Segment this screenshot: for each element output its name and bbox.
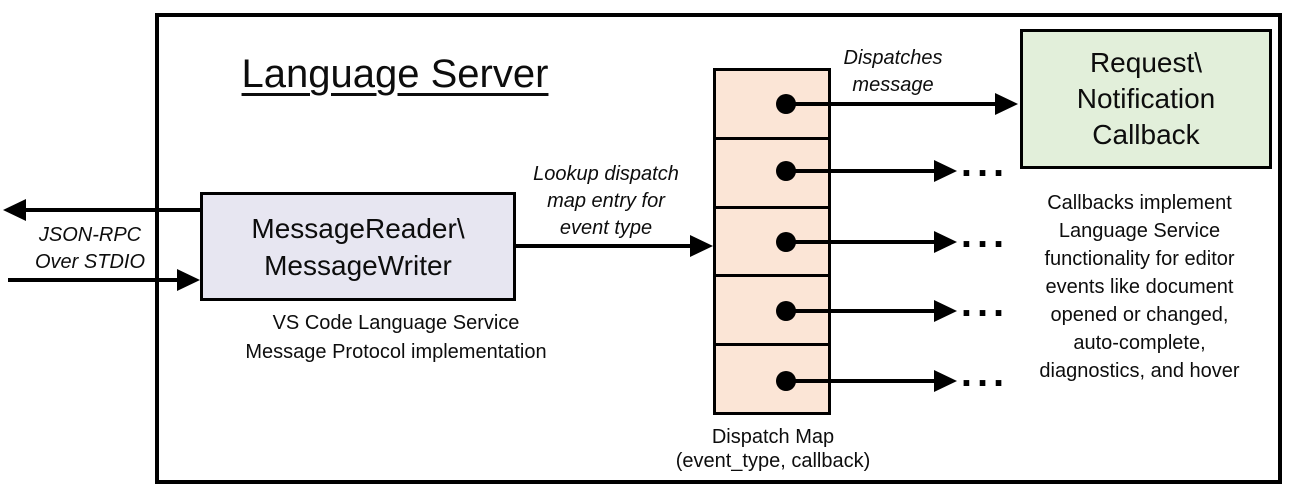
callback-note-line5: opened or changed, <box>1050 304 1229 326</box>
dispatch-map-row-4 <box>716 277 828 347</box>
dispatches-message-label-line1: Dispatches <box>843 47 943 69</box>
lookup-dispatch-label-line2: map entry for <box>547 190 665 212</box>
request-notification-callback-box: Request\ Notification Callback <box>1020 29 1272 169</box>
dispatch-map-row-3 <box>716 209 828 278</box>
page-title: Language Server <box>241 52 549 96</box>
callback-note-line3: functionality for editor <box>1044 248 1235 270</box>
message-reader-writer-box: MessageReader\ MessageWriter <box>200 192 516 301</box>
dispatches-message-label-line2: message <box>852 74 934 96</box>
stdio-transport-label-line1: JSON-RPC <box>38 224 142 246</box>
callback-box-line2: Notification <box>1076 83 1216 114</box>
message-reader-label: MessageReader\ <box>251 212 465 244</box>
lookup-dispatch-label-line1: Lookup dispatch <box>533 163 679 185</box>
dispatch-map-caption-line2: (event_type, callback) <box>675 450 871 472</box>
lookup-dispatch-label-line3: event type <box>559 217 653 239</box>
dispatch-map-caption-line1: Dispatch Map <box>711 426 835 448</box>
message-box-caption: VS Code Language Service Message Protoco… <box>226 309 566 367</box>
dispatch-map-row-2 <box>716 140 828 209</box>
callback-note: Callbacks implement Language Service fun… <box>1017 189 1262 385</box>
callback-note-line6: auto-complete, <box>1073 332 1206 354</box>
stdio-out-arrow-left-icon <box>3 199 26 221</box>
dispatch-map-caption: Dispatch Map (event_type, callback) <box>648 425 898 473</box>
message-writer-label: MessageWriter <box>264 249 452 281</box>
callback-note-line4: events like document <box>1045 276 1234 298</box>
lookup-dispatch-label: Lookup dispatch map entry for event type <box>515 161 697 242</box>
dispatch-map-row-1 <box>716 71 828 140</box>
dispatches-message-label: Dispatches message <box>818 45 968 99</box>
callback-note-line2: Language Service <box>1058 220 1221 242</box>
dispatch-map-box <box>713 68 831 415</box>
callback-note-line1: Callbacks implement <box>1047 192 1232 214</box>
stdio-transport-label-line2: Over STDIO <box>34 251 145 273</box>
message-box-caption-line2: Message Protocol implementation <box>245 341 547 363</box>
callback-box-line1: Request\ <box>1089 47 1203 78</box>
dispatch-map-row-5 <box>716 346 828 412</box>
callback-box-line3: Callback <box>1092 119 1200 150</box>
stdio-transport-label: JSON-RPC Over STDIO <box>20 222 160 276</box>
message-box-caption-line1: VS Code Language Service <box>272 312 520 334</box>
callback-note-line7: diagnostics, and hover <box>1039 360 1240 382</box>
